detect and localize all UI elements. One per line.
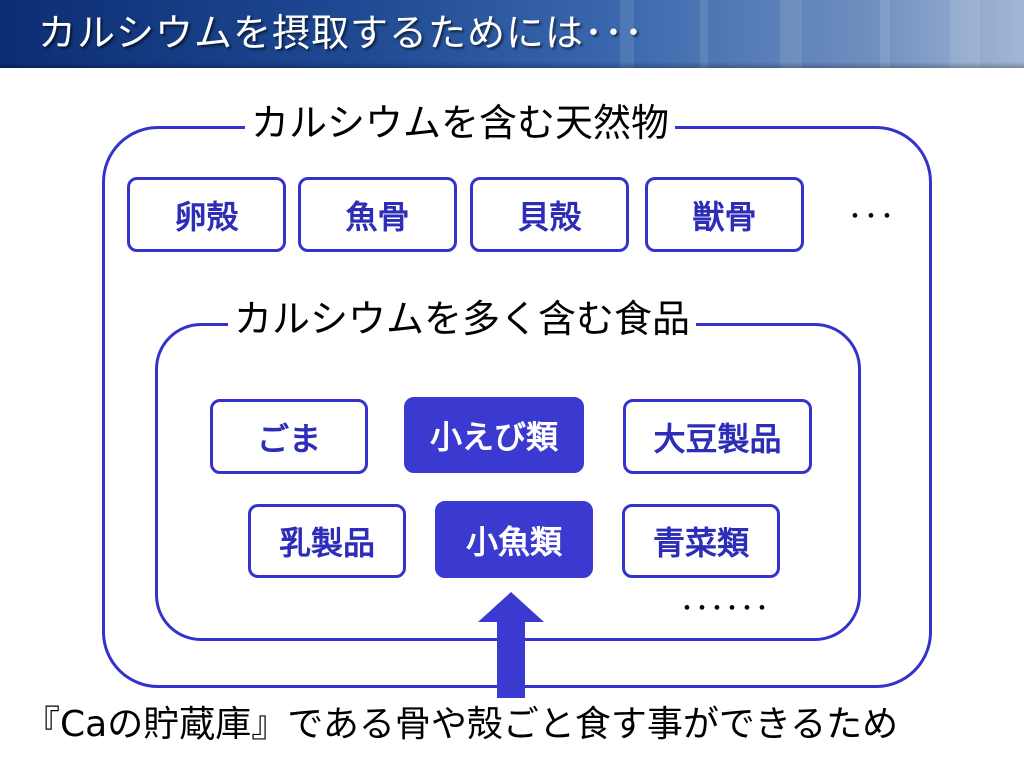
food-item-small-shrimp: 小えび類 [404,397,584,473]
food-group-ellipsis: ･･････ [680,592,771,625]
title-bar: カルシウムを摂取するためには･･･ [0,0,1024,68]
food-item-green-vegetables: 青菜類 [622,504,780,578]
footer-text: 『Caの貯蔵庫』である骨や殻ごと食す事ができるため [24,704,899,745]
natural-item-shell: 貝殻 [470,177,629,252]
title-bar-stripe [780,0,802,68]
up-arrow-icon [478,592,544,698]
title-bar-shadow [0,62,1024,68]
title-bar-stripe [620,0,634,68]
slide-title: カルシウムを摂取するためには･･･ [38,11,645,55]
food-item-dairy: 乳製品 [248,504,406,578]
natural-item-animal-bone: 獣骨 [645,177,804,252]
title-bar-stripe [880,0,890,68]
title-bar-stripe [950,0,980,68]
title-bar-stripe [700,0,708,68]
food-item-sesame: ごま [210,399,368,474]
food-item-soy-products: 大豆製品 [623,399,812,474]
natural-group-title: カルシウムを含む天然物 [245,100,676,146]
food-item-small-fish: 小魚類 [435,501,593,578]
natural-group-ellipsis: ･･･ [848,200,897,233]
natural-item-eggshell: 卵殻 [127,177,286,252]
natural-item-fishbone: 魚骨 [298,177,457,252]
food-group-title: カルシウムを多く含む食品 [228,296,697,342]
